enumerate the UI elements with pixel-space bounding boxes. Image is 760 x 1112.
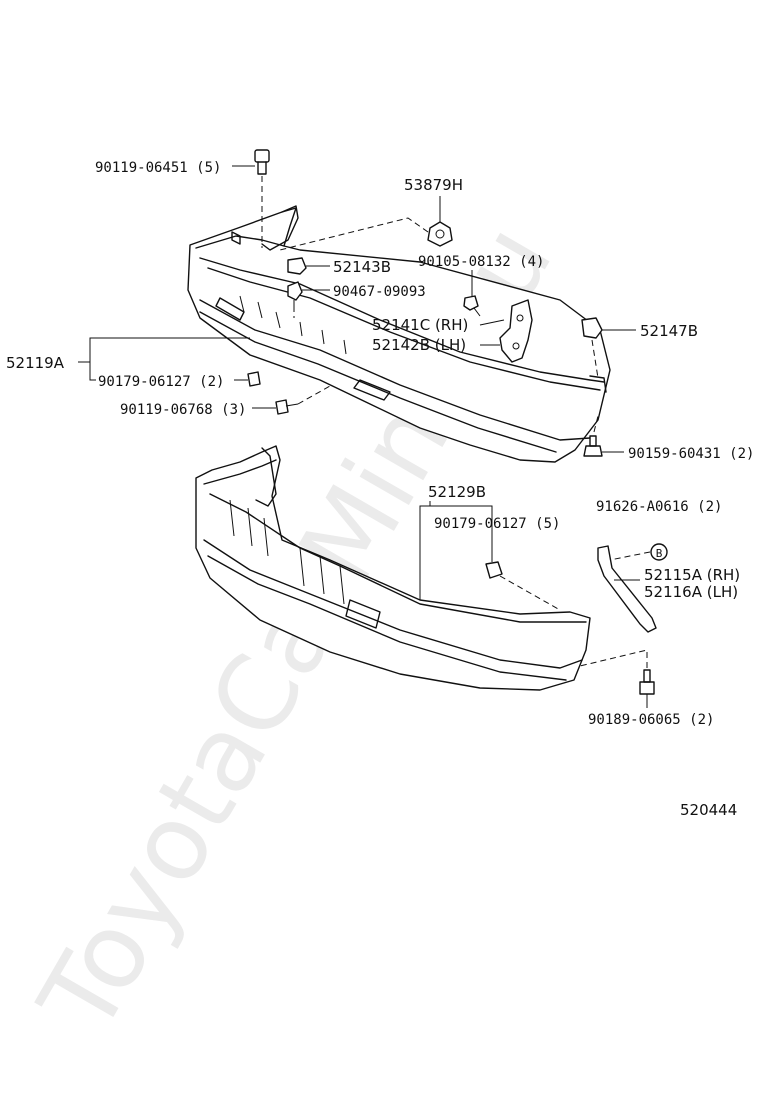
bolt-icon (254, 149, 270, 175)
clip-icon (581, 317, 603, 339)
brace-icon (597, 545, 657, 633)
callout-nut-90179-06127-upper: 90179-06127 (2) (98, 374, 224, 390)
diagram-id: 520444 (680, 801, 737, 819)
callout-clip-52147b: 52147B (640, 322, 698, 340)
bolt-icon (639, 669, 655, 695)
svg-text:B: B (656, 547, 663, 560)
callout-bolt-90119-06768: 90119-06768 (3) (120, 402, 246, 418)
callout-brace-52116a: 52116A (LH) (644, 583, 738, 601)
callout-bolt-90119-06451: 90119-06451 (5) (95, 160, 221, 176)
nut-symbol-icon: B (650, 543, 668, 561)
nut-icon (485, 561, 503, 579)
screw-icon (583, 435, 603, 457)
stay-bracket-icon (499, 299, 533, 363)
retainer-icon (427, 221, 453, 247)
callout-brace-52115a: 52115A (RH) (644, 566, 740, 584)
lower-cover-illustration (195, 445, 591, 691)
callout-retainer-53879h: 53879H (404, 176, 463, 194)
nut-icon (247, 371, 261, 387)
callout-bumper-cover-52119a: 52119A (6, 354, 65, 372)
bolt-icon (463, 295, 481, 317)
bracket-icon (287, 257, 307, 275)
bolt-icon (275, 399, 299, 415)
callout-stay-52142b: 52142B (LH) (372, 336, 466, 354)
callout-bolt-90105-08132: 90105-08132 (4) (418, 254, 544, 270)
callout-screw-90159-60431: 90159-60431 (2) (628, 446, 754, 462)
callout-lower-cover-52129b: 52129B (428, 483, 486, 501)
callout-bolt-90189-06065: 90189-06065 (2) (588, 712, 714, 728)
callout-nut-91626-a0616: 91626-A0616 (2) (596, 499, 722, 515)
callout-clip-90467-09093: 90467-09093 (333, 284, 426, 300)
callout-stay-52141c: 52141C (RH) (372, 316, 468, 334)
clip-icon (287, 281, 303, 306)
callout-nut-90179-06127-lower: 90179-06127 (5) (434, 516, 560, 532)
callout-bracket-52143b: 52143B (333, 258, 391, 276)
